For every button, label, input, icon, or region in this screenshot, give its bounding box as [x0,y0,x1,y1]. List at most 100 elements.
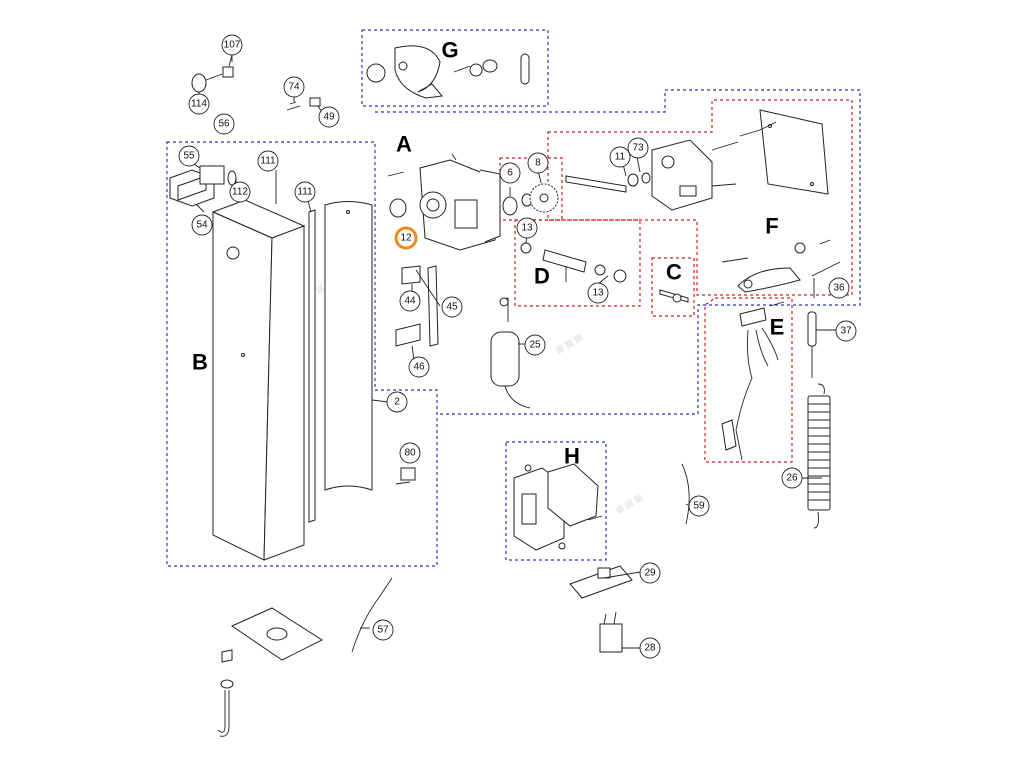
microswitch-wiring-drawing [721,301,785,461]
callout-57: 57 [372,619,394,641]
group-box-b [166,141,438,567]
group-label-f: F [765,214,778,239]
callout-114: 114 [188,93,210,115]
output-shaft-drawing [565,151,651,193]
callout-37: 37 [835,320,857,342]
svg-text:112: 112 [232,187,248,198]
callout-8: 8 [527,152,549,174]
svg-text:36: 36 [833,283,845,294]
svg-text:57: 57 [377,625,389,636]
release-lever-drawing [721,239,841,298]
svg-text:54: 54 [196,220,208,231]
callout-56: 56 [213,113,235,135]
callout-49: 49 [318,106,340,128]
gear-drawing [502,169,559,216]
callout-112: 112 [229,181,251,203]
callout-46: 46 [408,356,430,378]
group-box-d [514,219,641,307]
svg-text:8: 8 [535,158,541,169]
control-box-drawing [513,463,603,551]
svg-text:13: 13 [592,288,604,299]
group-box-f [547,99,853,296]
svg-text:80: 80 [404,448,416,459]
screws-74-49-drawing [286,96,323,113]
callout-74: 74 [283,76,305,98]
group-label-c: C [666,260,682,285]
capacitor-drawing [490,297,531,409]
cam-assembly-drawing [366,45,530,99]
group-box-c [651,257,695,317]
mounting-plate-drawing [739,109,829,195]
svg-text:73: 73 [632,143,644,154]
svg-text:37: 37 [840,326,852,337]
transformer-drawing [599,611,623,653]
callout-55: 55 [178,145,200,167]
callout-107: 107 [221,34,243,56]
base-plate-drawing [230,607,324,661]
limit-brackets-drawing [395,265,439,361]
group-box-a-outline [375,89,861,415]
svg-text:74: 74 [288,82,300,93]
key-lock-drawing [191,54,234,100]
callout-80: 80 [399,442,421,464]
svg-text:107: 107 [224,40,241,51]
svg-text:49: 49 [323,112,335,123]
group-box-e [704,297,793,463]
lock-bracket-drawing [169,160,237,213]
svg-text:59: 59 [693,501,705,512]
svg-text:26: 26 [786,473,798,484]
group-label-b: B [192,350,208,375]
svg-text:11: 11 [615,152,626,163]
callout-2: 2 [386,391,408,413]
callout-44: 44 [399,290,421,312]
group-label-g: G [441,38,458,63]
callout-29: 29 [639,562,661,584]
callout-28: 28 [639,637,661,659]
callout-13-lower: 13 [587,282,609,304]
group-label-a: A [396,132,412,157]
column-housing-drawing [211,170,306,561]
bushing-drawing [389,198,407,218]
flange-cover-drawing [651,139,739,211]
svg-text:44: 44 [404,296,416,307]
svg-text:28: 28 [644,643,656,654]
circuit-board-drawing [569,565,633,599]
svg-text:6: 6 [507,168,513,179]
svg-text:13: 13 [521,223,533,234]
callout-59: 59 [688,495,710,517]
callout-73: 73 [627,137,649,159]
side-strip-drawing [306,196,316,523]
callout-36: 36 [828,277,850,299]
callout-54: 54 [191,214,213,236]
svg-text:2: 2 [394,397,400,408]
group-box-h [505,441,607,561]
svg-text:111: 111 [297,187,313,198]
balance-spring-drawing [807,383,831,529]
svg-text:45: 45 [446,302,458,313]
ground-wire-drawing [351,577,393,653]
svg-text:▪▪▪: ▪▪▪ [607,482,651,527]
spring-tensioner-drawing [807,311,817,378]
group-label-e: E [770,315,785,340]
callout-26: 26 [781,467,803,489]
callout-13-upper: 13 [516,217,538,239]
svg-text:111: 111 [260,156,276,167]
svg-text:55: 55 [183,151,195,162]
callout-111-strip: 111 [294,181,316,203]
svg-text:▪▪▪: ▪▪▪ [547,322,591,367]
callout-25: 25 [524,334,546,356]
svg-text:12: 12 [400,233,412,244]
worm-shaft-drawing [520,232,627,285]
gearbox-housing-drawing [387,153,501,251]
callout-6: 6 [499,162,521,184]
svg-text:25: 25 [529,340,541,351]
anchor-bolt-drawing [217,649,234,737]
group-label-h: H [564,444,580,469]
leader-lines [231,55,836,649]
callout-11: 11 [609,146,631,168]
group-box-g [361,29,549,107]
svg-text:46: 46 [413,362,425,373]
callout-111-column: 111 [257,150,279,172]
callout-12-highlighted[interactable]: 12 [394,226,418,250]
door-panel-drawing [324,201,373,491]
